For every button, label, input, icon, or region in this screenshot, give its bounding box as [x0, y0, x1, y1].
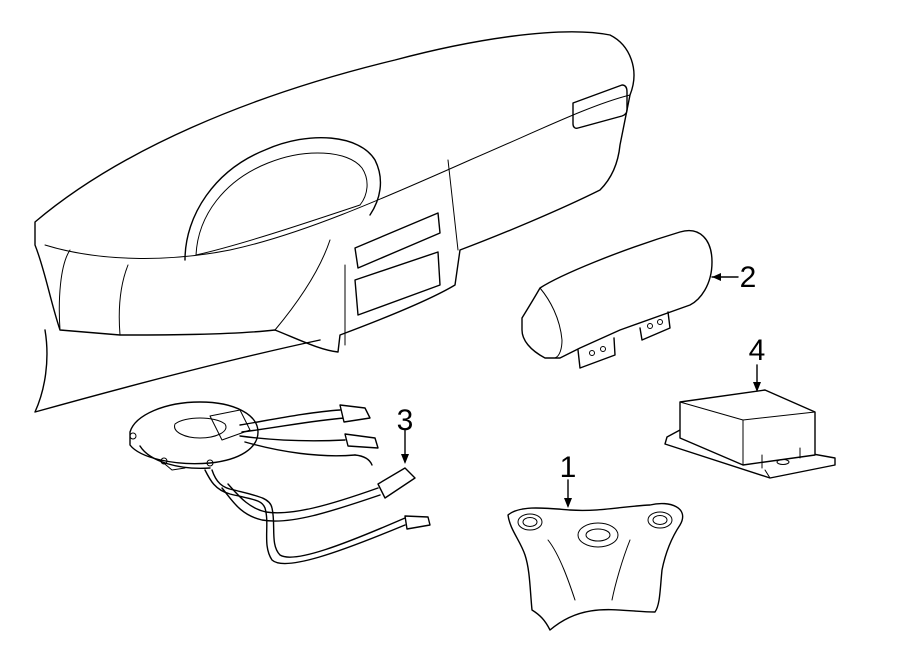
callout-2: 2 [740, 261, 757, 294]
steering-airbag-drawing [507, 479, 684, 631]
control-module-drawing [664, 364, 836, 479]
passenger-airbag-drawing [521, 229, 739, 369]
instrument-panel-drawing [34, 31, 635, 413]
clockspring-harness-drawing [129, 401, 431, 565]
callout-3: 3 [397, 404, 414, 437]
callout-1: 1 [560, 451, 577, 484]
callout-4: 4 [749, 334, 766, 367]
